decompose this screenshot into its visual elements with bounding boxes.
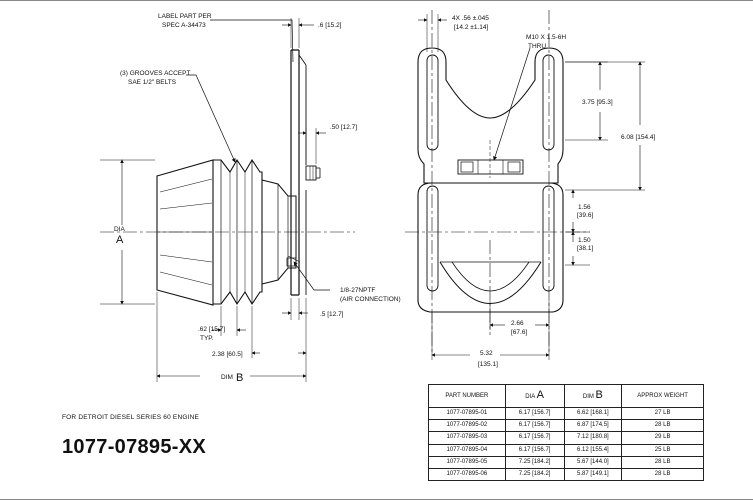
cell-weight: 29 LB xyxy=(621,431,704,445)
cell-part: 1077-07895-06 xyxy=(428,467,506,482)
dim-532-metric-text: [135.1] xyxy=(478,361,498,368)
cell-part: 1077-07895-02 xyxy=(428,419,506,433)
cell-dia: 6.17 [156.7] xyxy=(504,431,565,445)
cell-dim: 6.62 [168.1] xyxy=(563,406,623,421)
dim-letter-b: B xyxy=(236,372,243,384)
typ-text: TYP. xyxy=(200,335,214,342)
dim-b-text: DIM xyxy=(221,374,233,381)
cell-dia: 6.17 [156.7] xyxy=(504,419,565,433)
table-row: 1077-07895-06 7.25 [184.2] 5.87 [149.1] … xyxy=(428,467,704,482)
label-part-text: LABEL PART PER xyxy=(158,13,212,20)
cell-dia: 7.25 [184.2] xyxy=(504,455,565,469)
dim-150-metric-text: [38.1] xyxy=(577,245,593,252)
header-dim: DIM B xyxy=(563,384,623,408)
cell-dia: 6.17 [156.7] xyxy=(504,443,565,457)
cell-dia: 7.25 [184.2] xyxy=(504,467,565,482)
spec-text: SPEC A-34473 xyxy=(162,22,206,29)
header-dia: DIA A xyxy=(504,384,565,408)
spec-table: PART NUMBER DIA A DIM B APPROX WEIGHT 10… xyxy=(428,384,704,482)
table-row: 1077-07895-01 6.17 [156.7] 6.62 [168.1] … xyxy=(428,406,704,421)
table-header-row: PART NUMBER DIA A DIM B APPROX WEIGHT xyxy=(428,384,704,408)
header-part-number: PART NUMBER xyxy=(428,384,506,408)
air-connection-text: (AIR CONNECTION) xyxy=(340,296,401,303)
cell-dia: 6.17 [156.7] xyxy=(504,406,565,421)
cell-dim: 7.12 [180.8] xyxy=(563,431,623,445)
cell-weight: 28 LB xyxy=(621,419,704,433)
dim-238-text: 2.38 [60.5] xyxy=(212,351,243,358)
header-weight: APPROX WEIGHT xyxy=(621,384,704,408)
dia-text: DIA xyxy=(114,226,126,233)
dim-05-text: .5 [12.7] xyxy=(320,311,344,318)
cell-weight: 25 LB xyxy=(621,443,704,457)
table-row: 1077-07895-05 7.25 [184.2] 5.67 [144.0] … xyxy=(428,455,704,469)
side-view xyxy=(100,18,355,382)
npt-text: 1/8-27NPTF xyxy=(340,287,375,294)
cell-dim: 5.87 [149.1] xyxy=(563,467,623,482)
cell-dim: 6.87 [174.5] xyxy=(563,419,623,433)
thru-text: THRU xyxy=(528,43,546,50)
table-row: 1077-07895-02 6.17 [156.7] 6.87 [174.5] … xyxy=(428,419,704,433)
belts-text: SAE 1/2" BELTS xyxy=(128,79,177,86)
cell-part: 1077-07895-03 xyxy=(428,431,506,445)
dim-062-text: .62 [15.7] xyxy=(198,326,225,333)
dim-hub-text: .6 [15.2] xyxy=(318,22,342,29)
dim-608-text: 6.08 [154.4] xyxy=(621,134,656,141)
dim-375-text: 3.75 [95.3] xyxy=(582,99,613,106)
cell-part: 1077-07895-05 xyxy=(428,455,506,469)
cell-weight: 27 LB xyxy=(621,406,704,421)
dim-156-metric-text: [39.6] xyxy=(577,212,593,219)
part-family-title: 1077-07895-XX xyxy=(62,436,207,458)
dim-4x-metric-text: [14.2 ±1.14] xyxy=(454,24,488,31)
front-view xyxy=(405,10,645,360)
dim-4x-text: 4X .56 ±.045 xyxy=(452,15,489,22)
table-row: 1077-07895-03 6.17 [156.7] 7.12 [180.8] … xyxy=(428,431,704,445)
top-frame-line xyxy=(0,0,753,1)
table-row: 1077-07895-04 6.17 [156.7] 6.12 [155.4] … xyxy=(428,443,704,457)
cell-weight: 28 LB xyxy=(621,455,704,469)
dia-letter-a: A xyxy=(116,234,124,246)
cell-part: 1077-07895-01 xyxy=(428,406,506,421)
cell-part: 1077-07895-04 xyxy=(428,443,506,457)
dim-050-text: .50 [12.7] xyxy=(330,124,357,131)
dim-150-text: 1.50 xyxy=(578,237,591,244)
thread-text: M10 X 1.5-6H xyxy=(526,34,566,41)
dim-266-text: 2.66 xyxy=(511,320,524,327)
cell-weight: 28 LB xyxy=(621,467,704,482)
dim-266-metric-text: [67.6] xyxy=(511,329,527,336)
cell-dim: 5.67 [144.0] xyxy=(563,455,623,469)
dim-532-text: 5.32 xyxy=(480,350,493,357)
cell-dim: 6.12 [155.4] xyxy=(563,443,623,457)
dim-156-text: 1.56 xyxy=(578,204,591,211)
engine-note: FOR DETROIT DIESEL SERIES 60 ENGINE xyxy=(62,414,200,421)
grooves-text: (3) GROOVES ACCEPT xyxy=(120,70,190,77)
